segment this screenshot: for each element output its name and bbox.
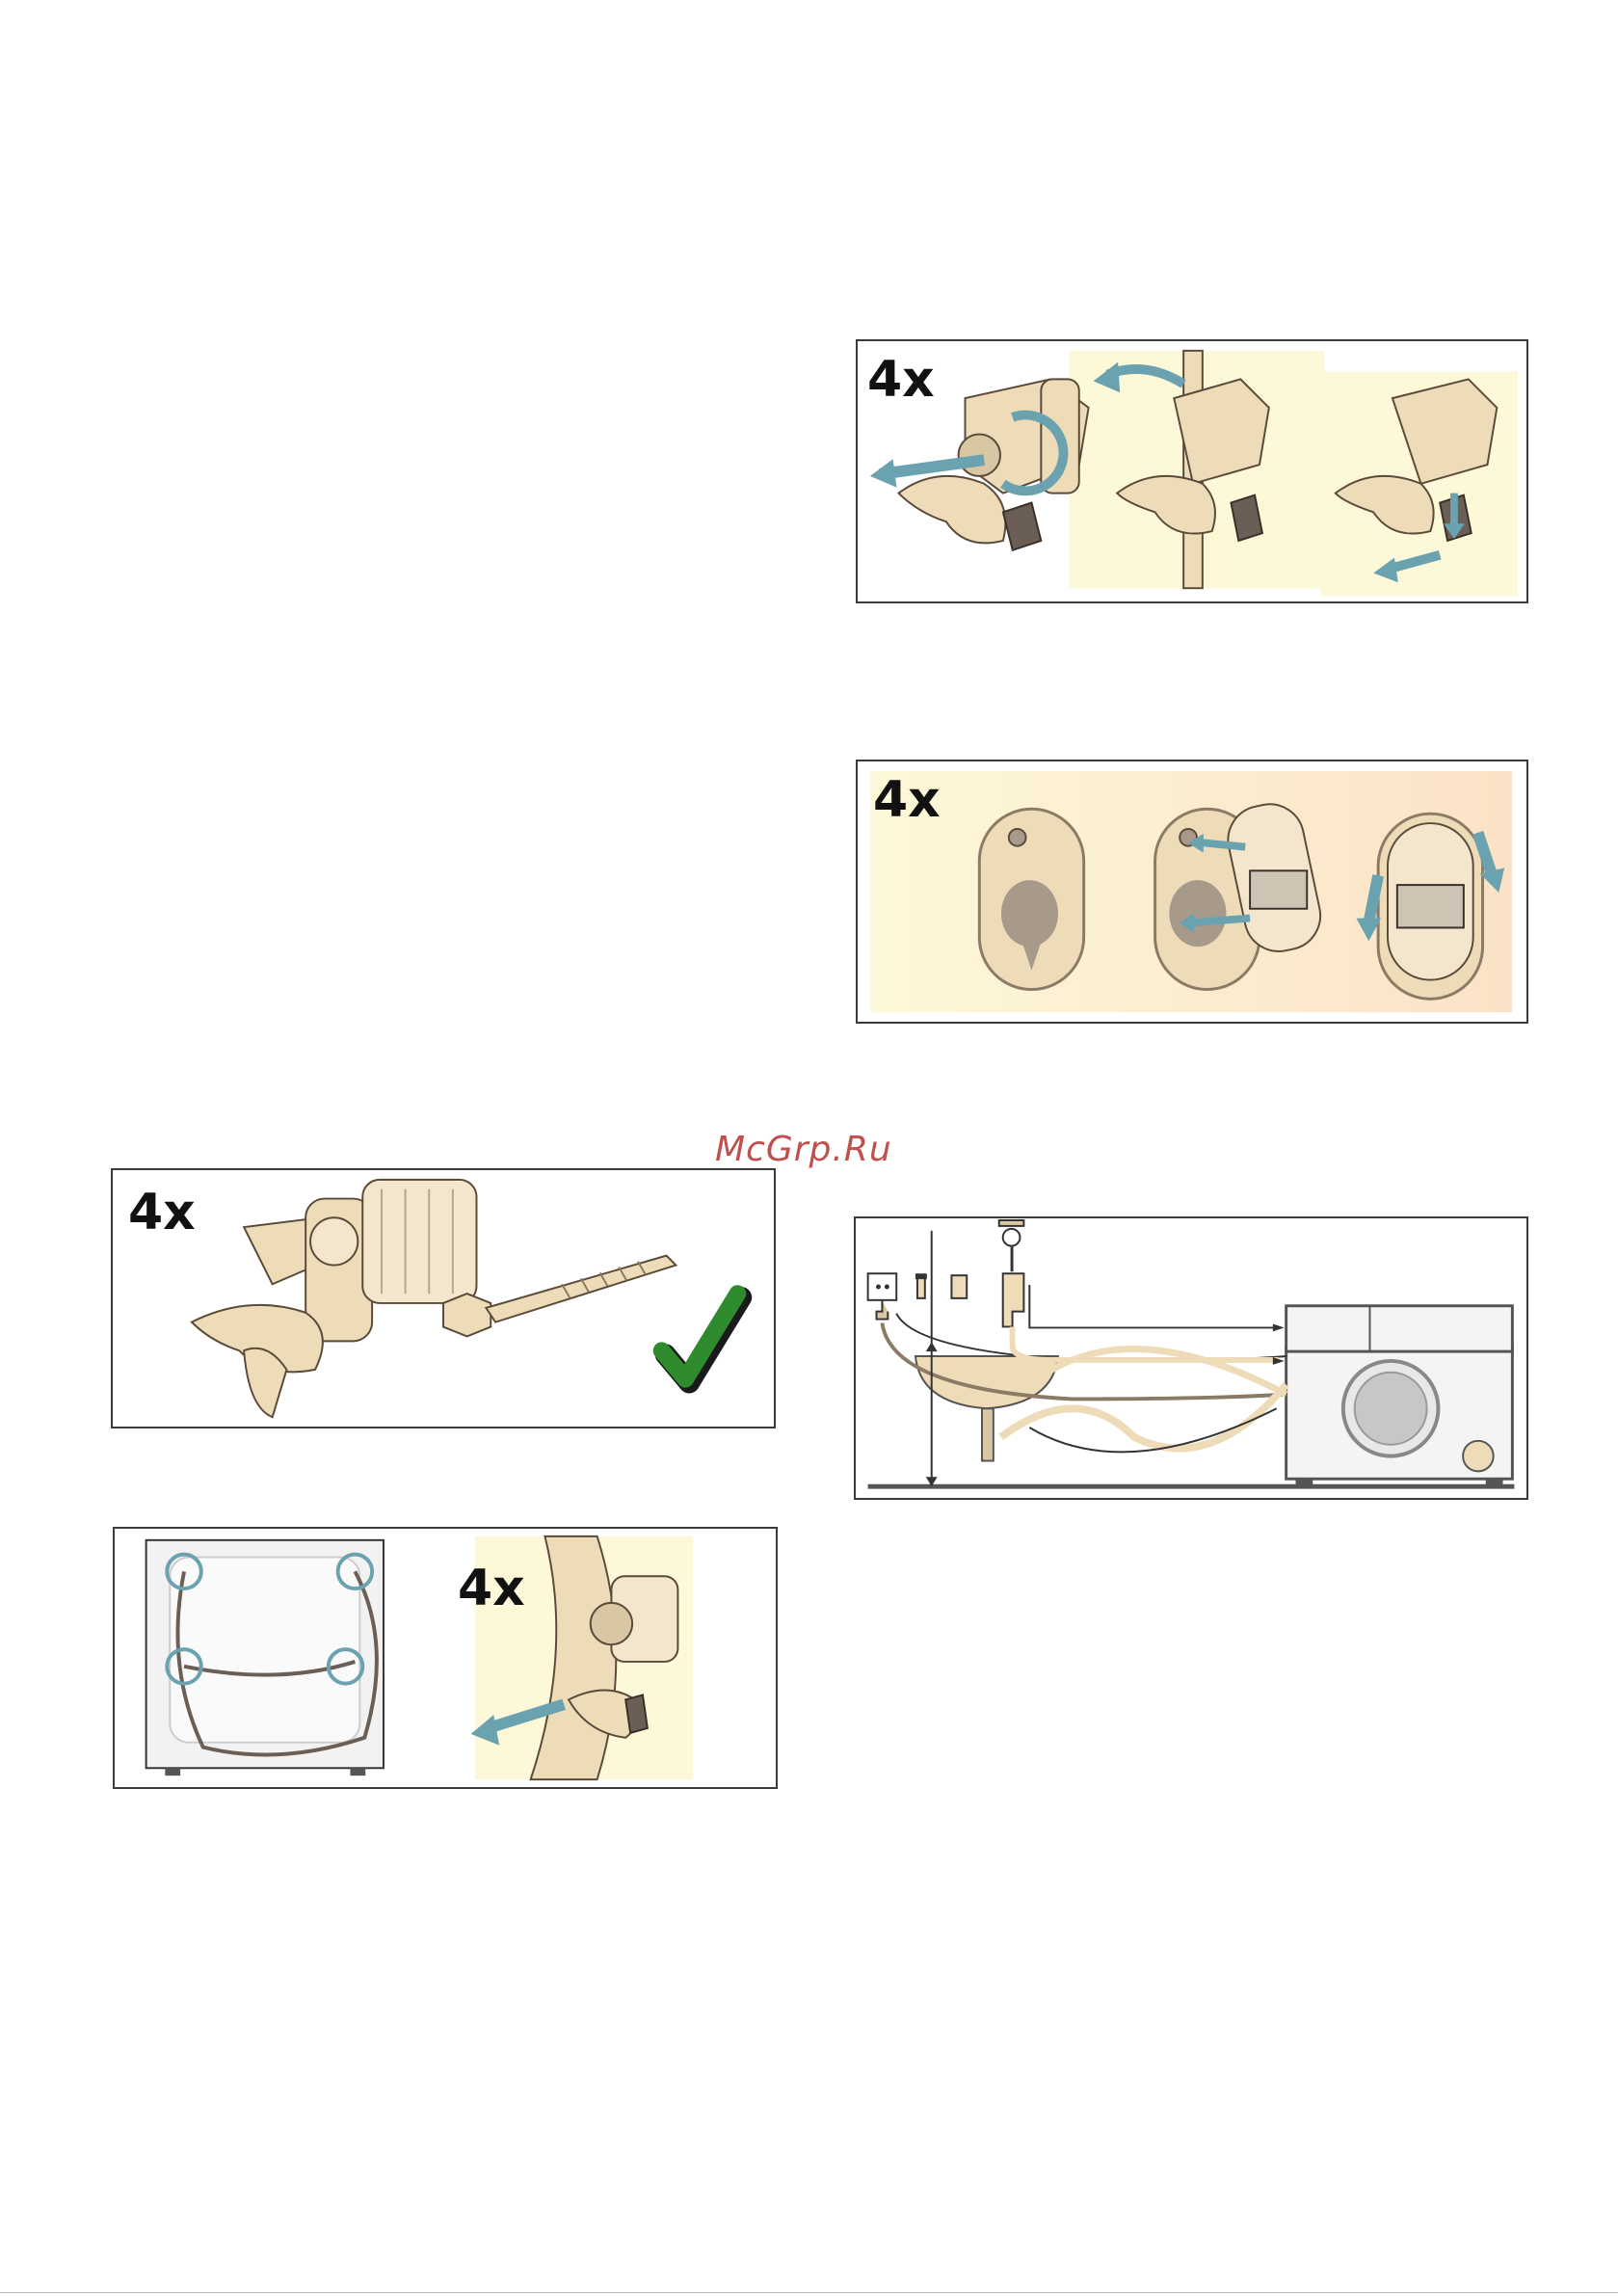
transport-clip [192, 1180, 477, 1417]
checkmark-icon [662, 1294, 742, 1383]
machine-rear-view [146, 1540, 384, 1775]
panel-cover-caps: 4x [856, 760, 1528, 1024]
panel-connection-overview [854, 1216, 1528, 1500]
keep-parts-illustration [113, 1170, 774, 1427]
cap-step-1 [979, 809, 1083, 989]
watermark-text: McGrp.Ru [715, 1130, 892, 1169]
panel-keep-parts: 4x [111, 1168, 776, 1428]
washing-machine [1286, 1306, 1513, 1484]
panel-hose-release: 4x [113, 1527, 778, 1789]
panel-remove-bolts: 4x [856, 339, 1528, 603]
hose-release-illustration [115, 1529, 776, 1787]
quantity-badge: 4x [128, 1188, 196, 1238]
footer-rule [0, 2292, 1618, 2293]
cover-caps-illustration [858, 761, 1526, 1022]
quantity-badge: 4x [873, 775, 941, 825]
connection-overview-illustration [856, 1218, 1526, 1498]
bolt-removal-illustration [858, 341, 1526, 601]
quantity-badge: 4x [458, 1563, 525, 1614]
power-socket-icon [868, 1273, 897, 1319]
sink [915, 1356, 1058, 1461]
transport-bolt [443, 1256, 676, 1337]
quantity-badge: 4x [867, 355, 935, 405]
